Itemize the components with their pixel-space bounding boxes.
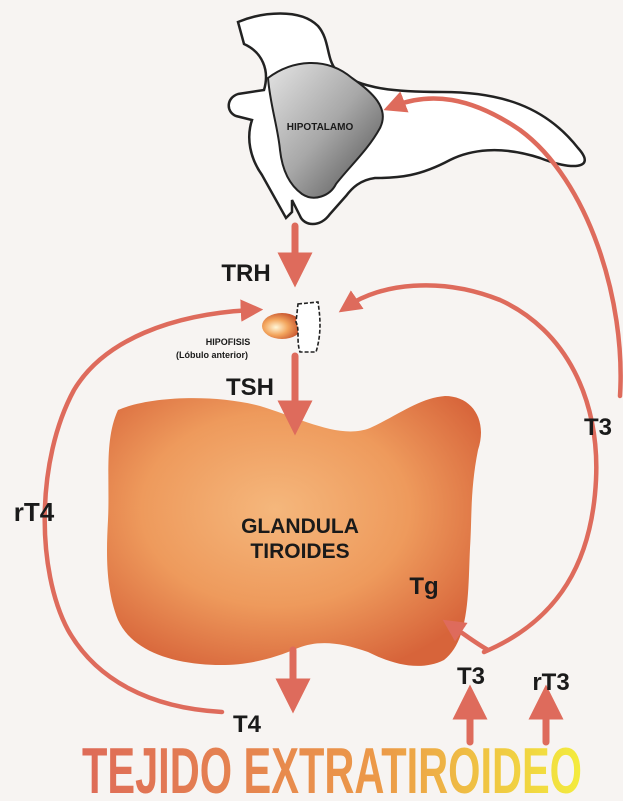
thyroid-gland: GLANDULA TIROIDES xyxy=(107,396,481,666)
t3-tissue-label: T3 xyxy=(457,663,485,690)
tg-label: Tg xyxy=(409,573,438,600)
t4-label: T4 xyxy=(233,711,262,738)
rt4-label: rT4 xyxy=(14,497,55,527)
gland-label-line2: TIROIDES xyxy=(250,540,349,563)
pituitary-label-line1: HIPOFISIS xyxy=(206,337,251,347)
hypothalamus-illustration: HIPOTALAMO xyxy=(229,14,585,225)
trh-label: TRH xyxy=(221,260,270,287)
hypothalamus-label: HIPOTALAMO xyxy=(287,122,354,133)
gland-label-line1: GLANDULA xyxy=(241,515,359,538)
t3-feedback-label: T3 xyxy=(584,414,612,441)
pituitary-label-line2: (Lóbulo anterior) xyxy=(176,350,248,360)
rt3-label: rT3 xyxy=(532,669,569,696)
tsh-label: TSH xyxy=(226,374,274,401)
tissue-title: TEJIDO EXTRATIROIDEO xyxy=(82,735,582,801)
